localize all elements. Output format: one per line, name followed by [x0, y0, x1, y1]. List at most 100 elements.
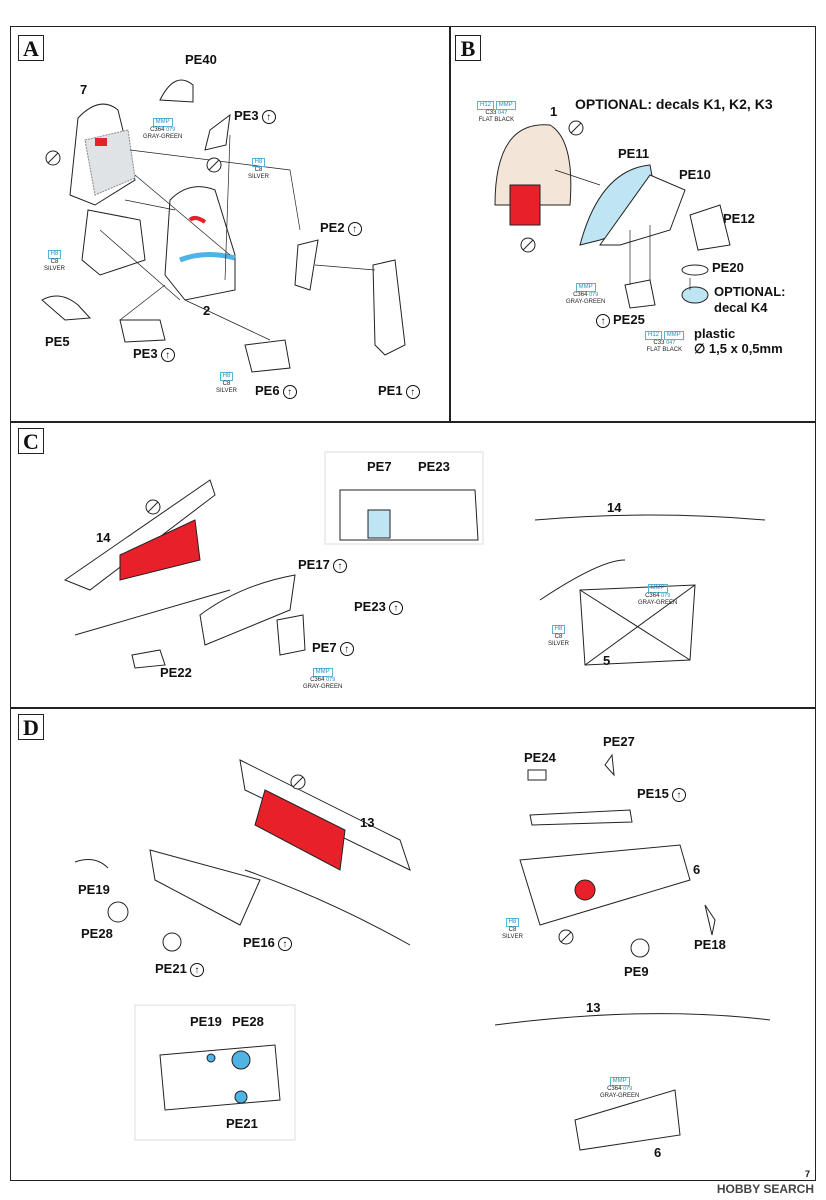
seat-2	[164, 186, 236, 301]
paint-name: GRAY-GREEN	[303, 684, 343, 690]
section-d-letter: D	[18, 714, 44, 740]
pe3-bottom-part	[119, 319, 166, 343]
paint-c-silver: H8 C8 SILVER	[548, 625, 569, 648]
pe16-part	[149, 849, 261, 926]
pe17-part	[199, 574, 296, 646]
up-arrow-icon: ↑	[405, 384, 420, 399]
pe25-text: PE25	[613, 312, 645, 327]
label-14-left: 14	[96, 530, 111, 545]
label-pe40: PE40	[185, 52, 217, 67]
pe22-part	[131, 649, 166, 669]
paint-a-graygreen: MMP C364 079 GRAY-GREEN	[143, 118, 182, 141]
label-pe2: PE2↑	[320, 220, 362, 236]
up-arrow-icon: ↑	[332, 558, 347, 573]
paint-b-flatblack-1: H12 MMP C33 047 FLAT BLACK	[477, 101, 516, 124]
paint-d-silver: H8 C8 SILVER	[502, 918, 523, 941]
label-pe11: PE11	[618, 146, 650, 161]
label-plastic: plastic	[694, 326, 736, 341]
label-pe28-inset: PE28	[232, 1014, 264, 1029]
label-7: 7	[80, 82, 88, 97]
label-pe3-bottom: PE3↑	[133, 346, 175, 362]
label-pe9: PE9	[624, 964, 649, 979]
paint-code: C364	[573, 292, 588, 298]
section-c-letter: C	[18, 428, 44, 454]
label-1: 1	[550, 104, 558, 119]
paint-code2: C8	[50, 259, 59, 265]
label-14-right: 14	[607, 500, 622, 515]
label-pe28: PE28	[81, 926, 113, 941]
label-pe16: PE16↑	[243, 935, 292, 951]
divider-a-c	[10, 421, 816, 423]
paint-code2: C8	[554, 634, 563, 640]
paint-c-graygreen-2: MMP C364 079 GRAY-GREEN	[638, 584, 677, 607]
pe18-part	[704, 904, 716, 936]
paint-code2: C33	[653, 340, 665, 346]
label-pe3-top: PE3↑	[234, 108, 276, 124]
label-pe7-inset: PE7	[367, 459, 392, 474]
paint-num: 079	[661, 593, 671, 599]
paint-code: H8	[505, 918, 520, 927]
pe40-part	[159, 79, 194, 103]
up-arrow-icon: ↑	[339, 641, 354, 656]
pe20-part	[681, 264, 709, 276]
up-arrow-icon: ↑	[596, 313, 610, 328]
paint-num: 079	[326, 677, 336, 683]
paint-code: H8	[47, 250, 62, 259]
paint-code: H8	[551, 625, 566, 634]
label-optional-k4: OPTIONAL:	[714, 284, 786, 299]
label-2: 2	[203, 303, 211, 318]
label-pe23-inset: PE23	[418, 459, 450, 474]
k4-decal	[681, 286, 709, 304]
label-pe15: PE15↑	[637, 786, 686, 802]
paint-code: C364	[607, 1086, 622, 1092]
pe25-part	[624, 279, 656, 309]
label-pe27: PE27	[603, 734, 635, 749]
label-13: 13	[360, 815, 375, 830]
paint-name: SILVER	[548, 641, 569, 647]
label-optional-k1-k3: OPTIONAL: decals K1, K2, K3	[575, 96, 773, 112]
label-pe10: PE10	[679, 167, 711, 182]
seat-part	[81, 209, 146, 276]
page-number: 7	[804, 1169, 810, 1179]
pe28-part	[107, 901, 129, 923]
label-pe24: PE24	[524, 750, 556, 765]
paint-mmp: MMP	[647, 584, 668, 593]
label-pe12: PE12	[723, 211, 755, 226]
paint-num: 079	[589, 292, 599, 298]
label-pe20: PE20	[712, 260, 744, 275]
paint-code: C364	[150, 127, 165, 133]
paint-code: C364	[310, 677, 325, 683]
paint-mmp: MMP	[575, 283, 596, 292]
up-arrow-icon: ↑	[282, 384, 297, 399]
label-pe17: PE17↑	[298, 557, 347, 573]
up-arrow-icon: ↑	[347, 221, 362, 236]
pe24-part	[527, 769, 547, 781]
paint-code: H12	[645, 331, 663, 340]
pe5-part	[41, 295, 92, 321]
label-pe6: PE6↑	[255, 383, 297, 399]
paint-num: 079	[623, 1086, 633, 1092]
frame-6-bottom	[574, 1089, 681, 1151]
label-pe5: PE5	[45, 334, 70, 349]
paint-code2: C8	[254, 167, 263, 173]
paint-name: SILVER	[502, 934, 523, 940]
label-pe1: PE1↑	[378, 383, 420, 399]
label-pe19: PE19	[78, 882, 110, 897]
pe1-text: PE1	[378, 383, 403, 398]
paint-code: C364	[645, 593, 660, 599]
paint-code: H8	[251, 158, 266, 167]
paint-name: GRAY-GREEN	[143, 134, 183, 140]
label-pe18: PE18	[694, 937, 726, 952]
label-pe7: PE7↑	[312, 640, 354, 656]
paint-num: 047	[498, 110, 508, 116]
pe2-part	[294, 239, 319, 291]
paint-name: GRAY-GREEN	[600, 1093, 640, 1099]
label-6: 6	[693, 862, 701, 877]
pe21-part	[162, 932, 182, 952]
paint-name: SILVER	[216, 388, 237, 394]
label-dims: ∅ 1,5 x 0,5mm	[694, 341, 783, 356]
instrument-panel-1	[494, 124, 572, 226]
pe19-wire	[74, 859, 109, 869]
paint-name: SILVER	[248, 174, 269, 180]
up-arrow-icon: ↑	[261, 109, 276, 124]
